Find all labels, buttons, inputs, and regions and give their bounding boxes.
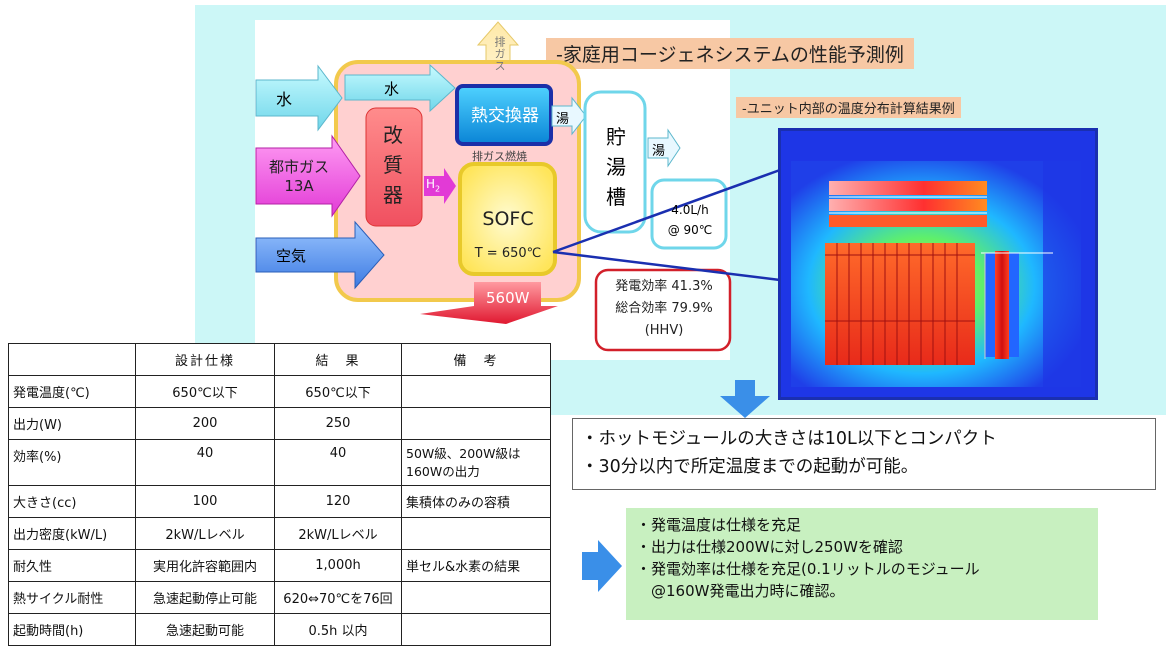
efficiency-label: 発電効率 41.3%総合効率 79.9%(HHV) bbox=[615, 279, 713, 338]
h2-arrow bbox=[424, 168, 456, 204]
sofc-box bbox=[458, 162, 557, 276]
water-label-1: 水 bbox=[276, 90, 293, 109]
table-header-cell: 設計仕様 bbox=[135, 343, 275, 376]
heat-exchanger-box bbox=[455, 84, 553, 146]
table-header-cell: 備 考 bbox=[401, 343, 551, 376]
table-cell: 650℃以下 bbox=[135, 375, 275, 408]
tank-box bbox=[583, 90, 647, 234]
table-cell: 100 bbox=[135, 485, 275, 518]
table-cell: 40 bbox=[135, 439, 275, 486]
table-row: 発電温度(℃) 650℃以下 650℃以下 bbox=[8, 375, 551, 408]
table-cell: 2kW/Lレベル bbox=[274, 517, 402, 550]
down-arrow bbox=[720, 380, 770, 418]
table-cell: 2kW/Lレベル bbox=[135, 517, 275, 550]
power-label: 560W bbox=[486, 289, 530, 307]
hot-water-arrow-2 bbox=[647, 128, 681, 168]
spec-table: 設計仕様 結 果 備 考 発電温度(℃) 650℃以下 650℃以下 出力(W)… bbox=[8, 343, 551, 646]
air-arrow bbox=[255, 220, 385, 290]
flow-label: 4.0L/h@ 90℃ bbox=[667, 203, 713, 237]
table-cell: 急速起動停止可能 bbox=[135, 581, 275, 614]
summary-callout: ・ホットモジュールの大きさは10L以下とコンパクト ・30分以内で所定温度までの… bbox=[572, 418, 1156, 490]
table-cell: 200 bbox=[135, 407, 275, 440]
table-row: 耐久性 実用化許容範囲内 1,000h 単セル&水素の結果 bbox=[8, 549, 551, 582]
table-cell: 0.5h 以内 bbox=[274, 613, 402, 646]
page-title: -家庭用コージェネシステムの性能予測例 bbox=[546, 38, 914, 69]
reformer-box bbox=[365, 107, 423, 227]
table-cell: 50W級、200W級は160Wの出力 bbox=[401, 439, 551, 486]
table-row: 熱サイクル耐性 急速起動停止可能 620⇔70℃を76回 bbox=[8, 581, 551, 614]
table-cell bbox=[401, 581, 551, 614]
hot-water-arrow-1 bbox=[551, 96, 587, 136]
city-gas-arrow bbox=[255, 134, 361, 218]
table-cell: 1,000h bbox=[274, 549, 402, 582]
hot-water-label-2: 湯 bbox=[652, 144, 666, 159]
reformer-label: 改質器 bbox=[383, 123, 403, 207]
table-cell: 出力密度(kW/L) bbox=[8, 517, 136, 550]
table-cell: 650℃以下 bbox=[274, 375, 402, 408]
results-callout: ・発電温度は仕様を充足 ・出力は仕様200Wに対し250Wを確認 ・発電効率は仕… bbox=[626, 508, 1098, 620]
leader-line-bottom bbox=[552, 250, 781, 282]
heat-exchanger-label: 熱交換器 bbox=[471, 106, 539, 126]
table-cell: 効率(%) bbox=[8, 439, 136, 486]
table-cell bbox=[401, 517, 551, 550]
table-cell: 集積体のみの容積 bbox=[401, 485, 551, 518]
table-cell: 急速起動可能 bbox=[135, 613, 275, 646]
hot-water-label-1: 湯 bbox=[556, 112, 570, 127]
h2-label: H2 bbox=[426, 177, 441, 194]
table-row: 出力密度(kW/L) 2kW/Lレベル 2kW/Lレベル bbox=[8, 517, 551, 550]
table-cell: 620⇔70℃を76回 bbox=[274, 581, 402, 614]
temperature-simulation-image bbox=[778, 128, 1098, 400]
sofc-label: SOFC bbox=[482, 208, 534, 230]
table-cell: 出力(W) bbox=[8, 407, 136, 440]
sofc-temp-label: T = 650℃ bbox=[474, 246, 542, 261]
table-cell bbox=[401, 407, 551, 440]
table-cell bbox=[401, 375, 551, 408]
exhaust-combustion-label: 排ガス燃焼 bbox=[472, 150, 527, 163]
table-row: 起動時間(h) 急速起動可能 0.5h 以内 bbox=[8, 613, 551, 646]
table-cell: 起動時間(h) bbox=[8, 613, 136, 646]
table-header-cell: 結 果 bbox=[274, 343, 402, 376]
tank-label: 貯湯槽 bbox=[606, 125, 626, 209]
water-arrow-1 bbox=[255, 64, 343, 132]
table-cell: 熱サイクル耐性 bbox=[8, 581, 136, 614]
water-label-2: 水 bbox=[384, 80, 400, 98]
table-cell: 耐久性 bbox=[8, 549, 136, 582]
air-label: 空気 bbox=[276, 247, 307, 265]
power-arrow bbox=[420, 282, 558, 324]
table-row: 出力(W) 200 250 bbox=[8, 407, 551, 440]
table-cell: 40 bbox=[274, 439, 402, 486]
table-cell: 発電温度(℃) bbox=[8, 375, 136, 408]
table-cell: 250 bbox=[274, 407, 402, 440]
simulation-subtitle: -ユニット内部の温度分布計算結果例 bbox=[736, 97, 961, 118]
leader-line-top bbox=[552, 168, 781, 254]
table-header-row: 設計仕様 結 果 備 考 bbox=[8, 343, 551, 376]
table-cell: 120 bbox=[274, 485, 402, 518]
efficiency-box bbox=[594, 268, 732, 352]
table-row: 大きさ(cc) 100 120 集積体のみの容積 bbox=[8, 485, 551, 518]
water-arrow-2 bbox=[344, 63, 456, 113]
table-cell: 大きさ(cc) bbox=[8, 485, 136, 518]
thermal-map bbox=[781, 131, 1095, 397]
table-cell bbox=[401, 613, 551, 646]
right-arrow bbox=[582, 540, 622, 592]
table-cell: 単セル&水素の結果 bbox=[401, 549, 551, 582]
table-cell: 実用化許容範囲内 bbox=[135, 549, 275, 582]
table-row: 効率(%) 40 40 50W級、200W級は160Wの出力 bbox=[8, 439, 551, 486]
exhaust-label: 排ガス bbox=[493, 36, 506, 72]
table-header-cell bbox=[8, 343, 136, 376]
